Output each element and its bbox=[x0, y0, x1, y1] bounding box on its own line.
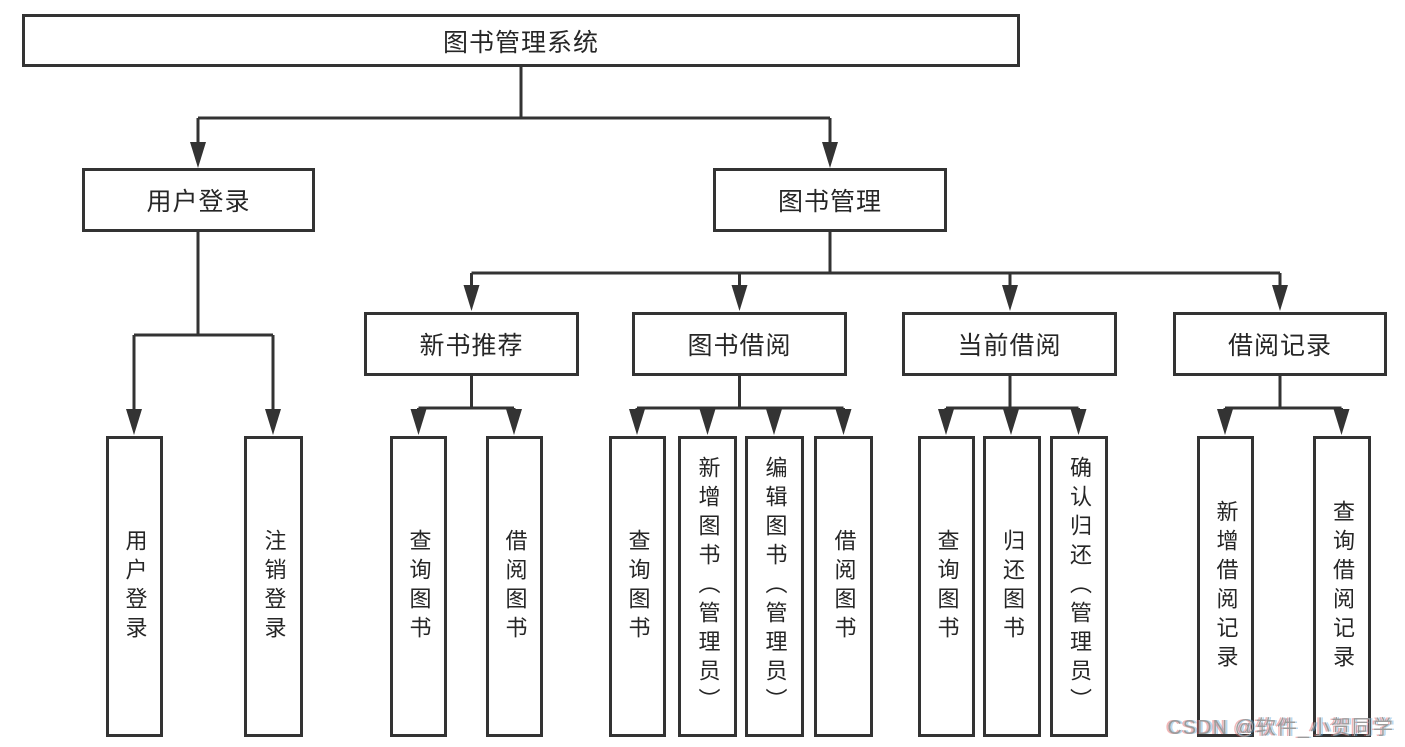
leaf-edit-books-admin: 编辑图书（管理员） bbox=[745, 436, 804, 737]
leaf-add-books-admin: 新增图书（管理员） bbox=[678, 436, 737, 737]
node-borrow-records: 借阅记录 bbox=[1173, 312, 1387, 376]
node-book-borrow: 图书借阅 bbox=[632, 312, 847, 376]
csdn-watermark: CSDN @软件_小贺同学 bbox=[1167, 717, 1394, 739]
node-current-borrow: 当前借阅 bbox=[902, 312, 1117, 376]
node-user-login: 用户登录 bbox=[82, 168, 315, 232]
node-book-management: 图书管理 bbox=[713, 168, 947, 232]
leaf-add-borrow-record: 新增借阅记录 bbox=[1197, 436, 1254, 737]
leaf-query-borrow-record: 查询借阅记录 bbox=[1313, 436, 1371, 737]
leaf-user-login: 用户登录 bbox=[106, 436, 163, 737]
leaf-borrow-books: 借阅图书 bbox=[814, 436, 873, 737]
leaf-return-books: 归还图书 bbox=[983, 436, 1041, 737]
leaf-borrow-books-recommend: 借阅图书 bbox=[486, 436, 543, 737]
leaf-query-books-borrow: 查询图书 bbox=[609, 436, 666, 737]
leaf-query-books-current: 查询图书 bbox=[918, 436, 975, 737]
leaf-confirm-return-admin: 确认归还（管理员） bbox=[1050, 436, 1108, 737]
leaf-query-books-recommend: 查询图书 bbox=[390, 436, 447, 737]
node-root-library-system: 图书管理系统 bbox=[22, 14, 1020, 67]
node-new-book-recommend: 新书推荐 bbox=[364, 312, 579, 376]
leaf-logout: 注销登录 bbox=[244, 436, 303, 737]
